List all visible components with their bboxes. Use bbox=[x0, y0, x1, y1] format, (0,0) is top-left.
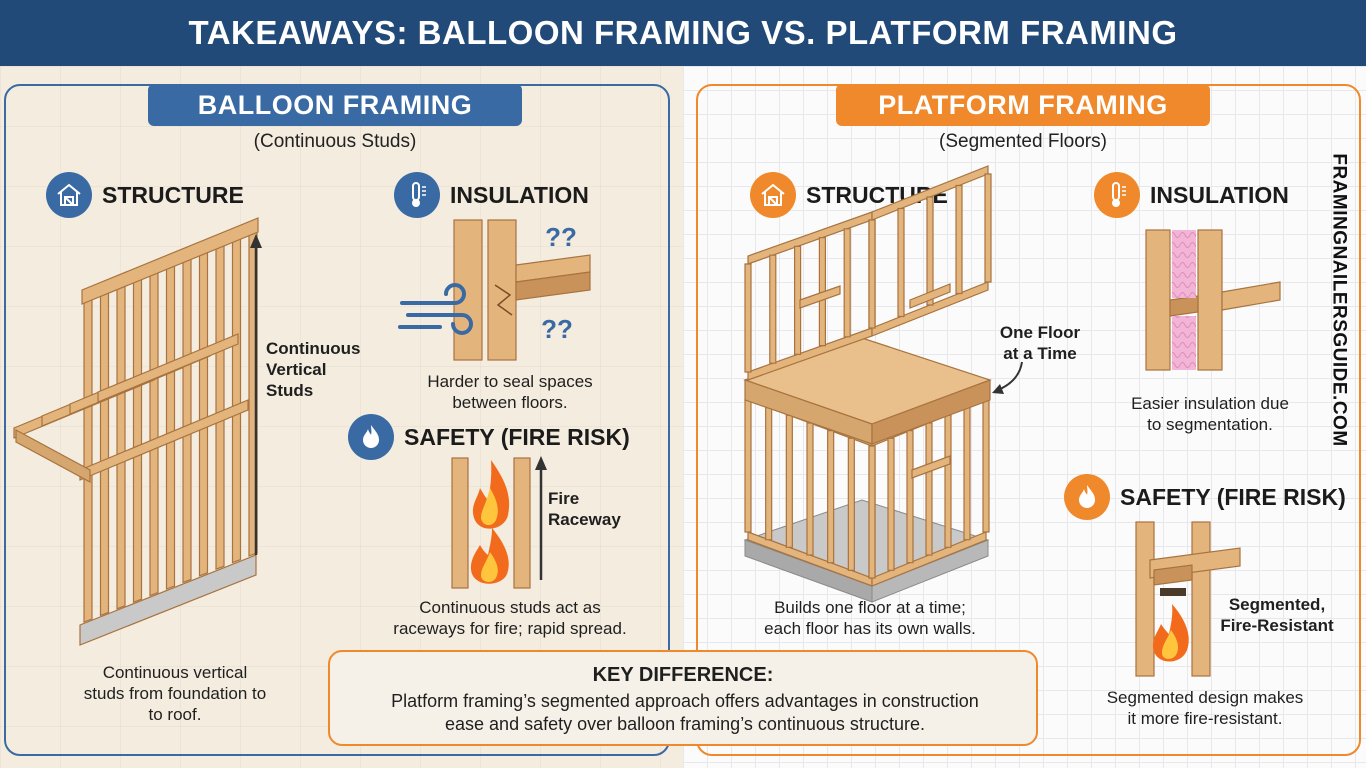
brand-watermark: FRAMINGNAILERSGUIDE.COM bbox=[1329, 153, 1351, 447]
platform-safety-caption: Segmented design makes it more fire-resi… bbox=[1106, 688, 1304, 728]
platform-subtitle: (Segmented Floors) bbox=[939, 131, 1107, 152]
balloon-insulation-caption: Harder to seal spaces between floors. bbox=[427, 372, 593, 412]
balloon-subtitle: (Continuous Studs) bbox=[253, 131, 417, 152]
fire-raceway-flames bbox=[470, 460, 510, 584]
balloon-safety-heading: SAFETY (FIRE RISK) bbox=[348, 414, 630, 460]
wind-icon bbox=[398, 283, 473, 335]
platform-safety-heading: SAFETY (FIRE RISK) bbox=[1064, 474, 1346, 520]
flame-icon bbox=[1064, 474, 1110, 520]
thermometer-icon bbox=[1094, 172, 1140, 218]
balloon-safety-caption: Continuous studs act as raceways for fir… bbox=[393, 598, 627, 638]
title-bar: TAKEAWAYS: BALLOON FRAMING VS. PLATFORM … bbox=[0, 0, 1366, 66]
key-difference-box: KEY DIFFERENCE: Platform framing’s segme… bbox=[328, 650, 1038, 746]
platform-insulation-heading: INSULATION bbox=[1094, 172, 1289, 218]
platform-structure-annotation: One Floor at a Time bbox=[999, 323, 1081, 363]
house-frame-icon bbox=[750, 172, 796, 218]
platform-panel-title: PLATFORM FRAMING bbox=[836, 84, 1210, 126]
balloon-panel-title: BALLOON FRAMING bbox=[148, 84, 522, 126]
platform-structure-caption: Builds one floor at a time; each floor h… bbox=[764, 598, 976, 638]
balloon-safety-annotation: Fire Raceway bbox=[548, 489, 621, 529]
balloon-insulation-question-1: ?? bbox=[545, 222, 577, 252]
key-difference-title: KEY DIFFERENCE: bbox=[592, 664, 774, 686]
balloon-structure-annotation: Continuous Vertical Studs bbox=[266, 339, 361, 400]
house-frame-icon bbox=[46, 172, 92, 218]
flame-icon bbox=[348, 414, 394, 460]
balloon-structure-caption: Continuous vertical studs from foundatio… bbox=[83, 663, 267, 724]
balloon-structure-heading: STRUCTURE bbox=[46, 172, 244, 218]
balloon-insulation-question-2: ?? bbox=[541, 314, 573, 344]
page-title: TAKEAWAYS: BALLOON FRAMING VS. PLATFORM … bbox=[188, 14, 1178, 51]
thermometer-icon bbox=[394, 172, 440, 218]
platform-safety-annotation: Segmented, Fire-Resistant bbox=[1220, 595, 1334, 635]
platform-insulation-caption: Easier insulation due to segmentation. bbox=[1131, 394, 1289, 434]
balloon-insulation-heading: INSULATION bbox=[394, 172, 589, 218]
key-difference-body: Platform framing’s segmented approach of… bbox=[391, 691, 979, 734]
